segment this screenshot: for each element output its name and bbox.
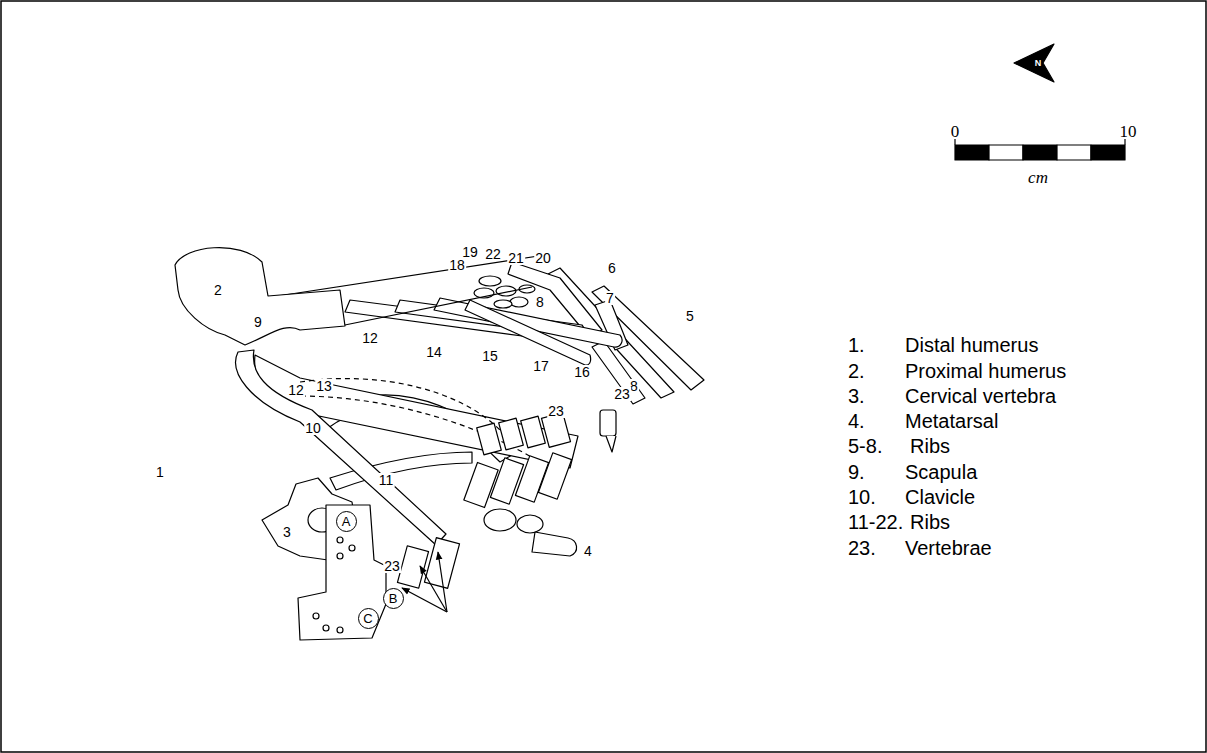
scale-bar: [955, 139, 1125, 160]
key-number: 9.: [848, 462, 865, 482]
key-number: 5-8.: [848, 436, 882, 456]
key-number: 3.: [848, 386, 865, 406]
key-number: 1.: [848, 335, 865, 355]
key-text: Proximal humerus: [905, 361, 1066, 381]
key-text: Cervical vertebra: [905, 386, 1056, 406]
callout-number: 12: [361, 331, 379, 345]
scapula-edge: [292, 379, 540, 462]
key-text: Ribs: [910, 436, 950, 456]
key-text: Metatarsal: [905, 411, 998, 431]
callout-number: 23: [547, 404, 565, 418]
callout-number: 21: [507, 251, 525, 265]
key-text: Scapula: [905, 462, 977, 482]
scale-number: 0: [951, 123, 960, 140]
north-arrow: [1014, 44, 1054, 82]
callout-number: 23: [383, 559, 401, 573]
callout-number: 11: [378, 473, 395, 487]
callout-number: 17: [532, 359, 550, 373]
callout-number: 14: [425, 345, 443, 359]
callout-number: 9: [253, 315, 263, 329]
bone-block: [298, 505, 386, 640]
letter-circle: B: [383, 588, 404, 609]
callout-number: 12: [287, 383, 305, 397]
key-text: Ribs: [910, 512, 950, 532]
key-number: 23.: [848, 538, 876, 558]
callout-number: 23: [613, 387, 631, 401]
vertebrae: [397, 410, 616, 588]
leader-arrows: [402, 552, 447, 612]
callout-number: 2: [213, 283, 223, 297]
callout-number: 15: [481, 349, 499, 363]
circle-letter: C: [363, 612, 372, 625]
circle-letter: B: [389, 592, 398, 605]
key-number: 10.: [848, 487, 876, 507]
callout-number: 18: [448, 258, 466, 272]
callout-number: 20: [534, 251, 552, 265]
metatarsal: [532, 532, 577, 556]
key-number: 11-22.: [848, 512, 903, 532]
letter-circle: A: [336, 511, 357, 532]
callout-number: 16: [573, 365, 591, 379]
scale-number: 10: [1120, 123, 1137, 140]
clavicle: [236, 350, 446, 545]
letter-circle: C: [358, 608, 379, 629]
scale-unit: cm: [1028, 169, 1048, 186]
key-number: 4.: [848, 411, 865, 431]
callout-number: 10: [304, 421, 322, 435]
callout-number: 1: [155, 465, 165, 479]
callout-number: 8: [535, 295, 545, 309]
callout-number: 7: [605, 291, 615, 305]
callout-number: 3: [282, 525, 292, 539]
north-label: N: [1035, 59, 1042, 68]
callout-number: 19: [461, 245, 479, 259]
key-text: Clavicle: [905, 487, 975, 507]
proximal-humerus: [175, 248, 345, 345]
callout-number: 6: [607, 261, 617, 275]
circle-letter: A: [342, 515, 351, 528]
callout-number: 4: [583, 544, 593, 558]
key-text: Distal humerus: [905, 335, 1038, 355]
key-number: 2.: [848, 361, 865, 381]
callout-number: 22: [484, 247, 502, 261]
callout-number: 13: [315, 379, 333, 393]
callout-number: 5: [685, 309, 695, 323]
key-text: Vertebrae: [905, 538, 992, 558]
